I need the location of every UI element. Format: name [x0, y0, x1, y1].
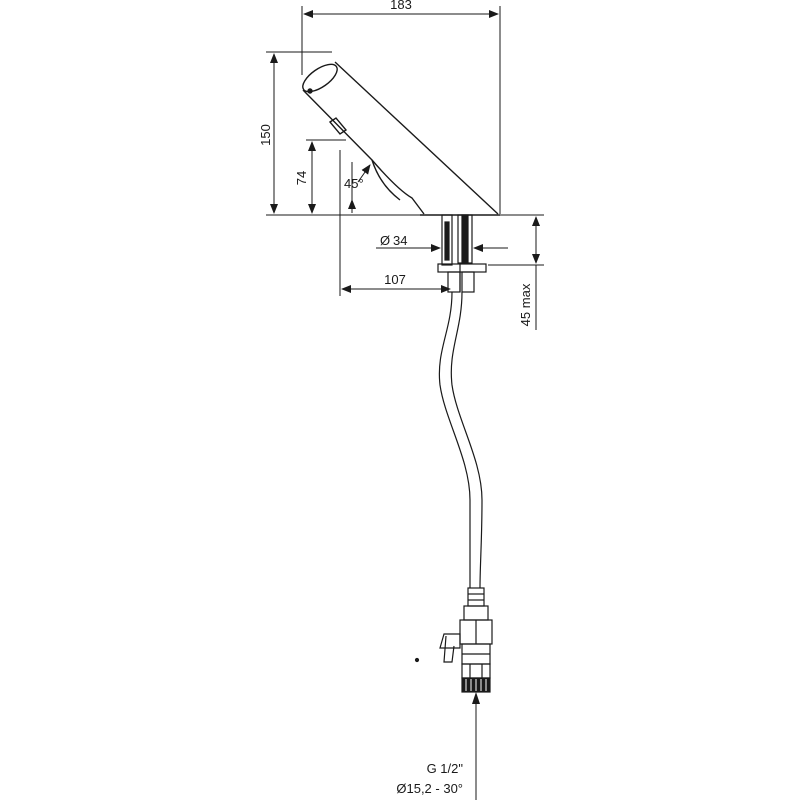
- dimension-reach-label: 107: [384, 272, 406, 287]
- dimension-angle: [348, 162, 371, 213]
- thread-callout: [472, 692, 480, 800]
- dimension-deck-thickness: [488, 214, 544, 330]
- dimension-width-label: 183: [390, 0, 412, 12]
- dimension-height: [266, 51, 420, 216]
- dimension-height-label: 150: [258, 124, 273, 146]
- dimension-hole-diameter-symbol: Ø: [380, 233, 390, 248]
- dimension-reach: [339, 150, 451, 296]
- compression-fitting-label: Ø15,2 - 30°: [396, 781, 463, 796]
- dimension-hole-diameter-label: 34: [393, 233, 407, 248]
- dimension-width: [301, 6, 501, 214]
- dimension-spout-height-label: 74: [294, 171, 309, 185]
- dimension-deck-thickness-label: 45 max: [518, 283, 533, 326]
- flexible-hose: [438, 291, 483, 589]
- dimension-spout-height: [306, 139, 346, 214]
- dimension-angle-label: 45°: [344, 176, 364, 191]
- stop-valve: [414, 587, 493, 693]
- thread-size-label: G 1/2": [427, 761, 464, 776]
- faucet-body: [302, 61, 500, 216]
- mounting-assembly: [437, 214, 487, 293]
